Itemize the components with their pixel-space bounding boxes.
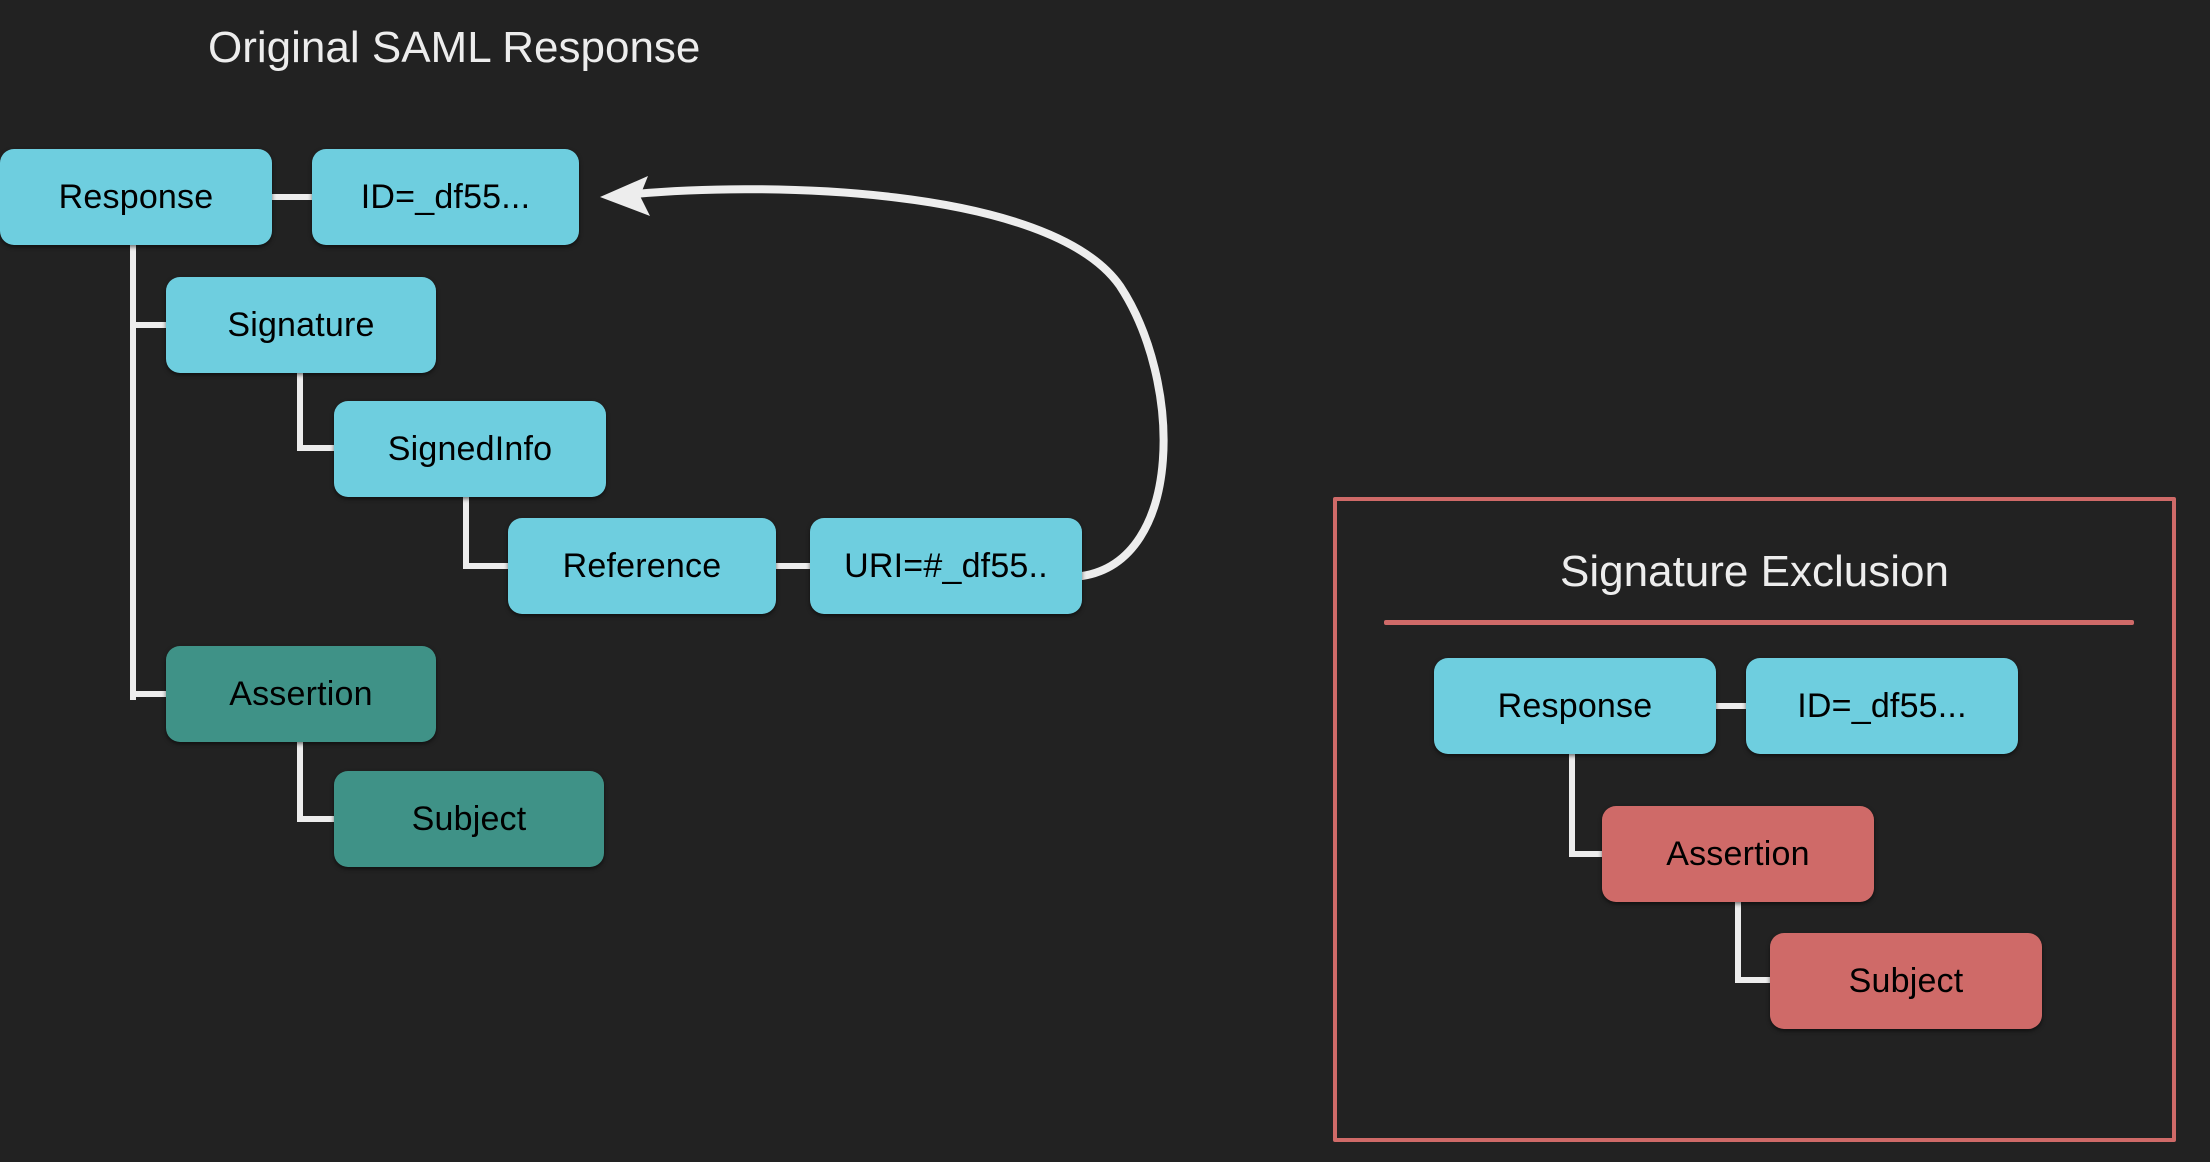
node-r-subject[interactable]: Subject xyxy=(1770,933,2042,1029)
node-assertion[interactable]: Assertion xyxy=(166,646,436,742)
edge-signature-signedinfo xyxy=(297,363,334,451)
node-reference[interactable]: Reference xyxy=(508,518,776,614)
node-subject[interactable]: Subject xyxy=(334,771,604,867)
panel-title: Signature Exclusion xyxy=(1560,547,1949,596)
edge-assertion-subject xyxy=(297,735,334,822)
edge-uri-to-id-arrow xyxy=(600,176,1168,580)
node-r-response[interactable]: Response xyxy=(1434,658,1716,754)
signature-exclusion-panel: Signature Exclusion xyxy=(1333,497,2176,1142)
node-signature[interactable]: Signature xyxy=(166,277,436,373)
arrowhead-icon xyxy=(600,176,650,216)
node-response[interactable]: Response xyxy=(0,149,272,245)
node-r-id-attribute[interactable]: ID=_df55... xyxy=(1746,658,2018,754)
node-signedinfo[interactable]: SignedInfo xyxy=(334,401,606,497)
left-diagram-title: Original SAML Response xyxy=(208,23,701,72)
edge-signedinfo-reference xyxy=(463,490,508,569)
node-id-attribute[interactable]: ID=_df55... xyxy=(312,149,579,245)
node-uri-attribute[interactable]: URI=#_df55.. xyxy=(810,518,1082,614)
panel-divider xyxy=(1384,620,2134,625)
node-r-assertion[interactable]: Assertion xyxy=(1602,806,1874,902)
